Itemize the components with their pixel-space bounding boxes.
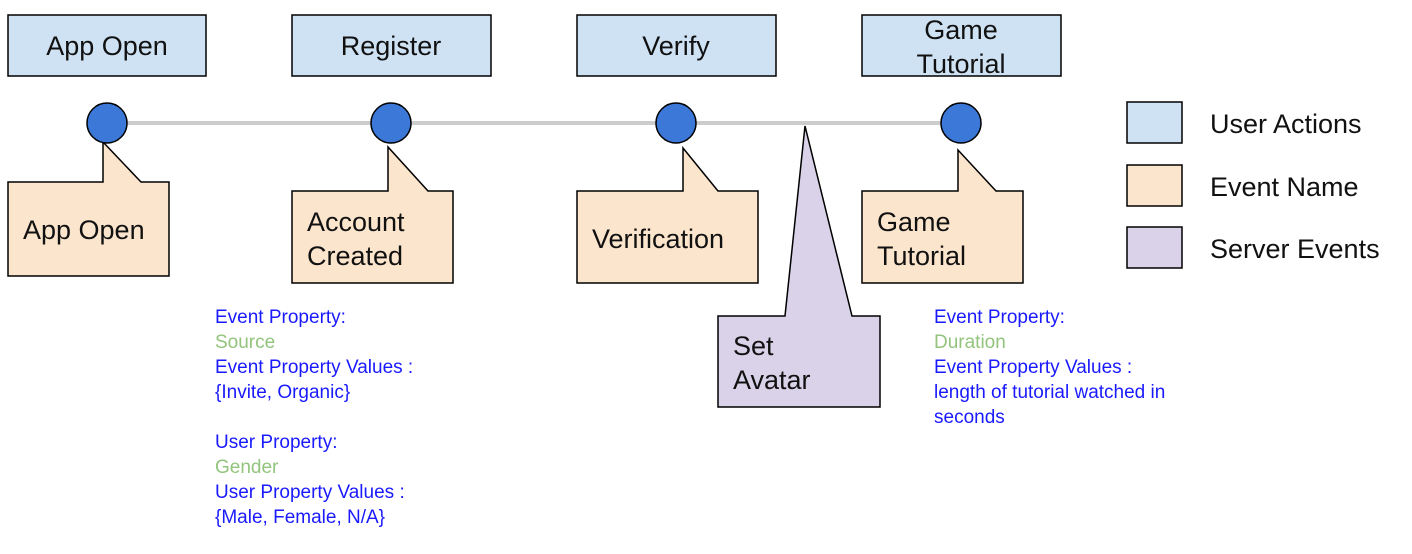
event-property-values: {Invite, Organic}	[215, 382, 351, 403]
event-name-label-line1: Game	[877, 207, 951, 237]
server-event-label-line2: Avatar	[733, 365, 811, 395]
event-callout-shape	[861, 148, 1024, 284]
event-property-value: Source	[215, 332, 276, 353]
spacer	[215, 405, 413, 430]
server-event-callout-set-avatar: Set Avatar	[717, 125, 881, 408]
event-callout-shape	[7, 140, 170, 277]
legend-label-user-actions: User Actions	[1210, 109, 1362, 139]
user-action-label: Register	[341, 31, 442, 61]
user-action-register: Register	[291, 14, 492, 77]
register-properties: Event Property: Source Event Property Va…	[215, 305, 413, 530]
event-property-values-label: Event Property Values :	[215, 357, 414, 378]
timeline-node-verify	[655, 102, 697, 144]
event-property-label: Event Property:	[215, 307, 346, 328]
event-property-values-line2: seconds	[934, 407, 1005, 428]
user-action-label: App Open	[46, 31, 168, 61]
user-action-label: Verify	[642, 31, 710, 61]
event-callout-app-open: App Open	[7, 140, 170, 277]
server-event-label-line1: Set	[733, 331, 774, 361]
user-action-box	[291, 14, 492, 77]
event-callout-shape	[576, 145, 759, 284]
event-name-label-line2: Created	[307, 241, 403, 271]
game-tutorial-properties: Event Property: Duration Event Property …	[934, 305, 1165, 430]
legend-label-server-events: Server Events	[1210, 234, 1380, 264]
legend-label-event-name: Event Name	[1210, 172, 1359, 202]
timeline-node-game-tutorial	[940, 102, 982, 144]
user-property-value: Gender	[215, 457, 279, 478]
timeline-node-app-open	[86, 102, 128, 144]
event-property-values-line1: length of tutorial watched in	[934, 382, 1166, 403]
user-action-app-open: App Open	[7, 14, 207, 77]
user-action-game-tutorial: Game Tutorial	[861, 14, 1062, 79]
event-callout-verification: Verification	[576, 145, 759, 284]
event-name-label: Verification	[592, 224, 724, 254]
event-name-label-line1: Account	[307, 207, 405, 237]
user-action-label-line2: Tutorial	[916, 49, 1005, 79]
user-action-box	[7, 14, 207, 77]
event-property-label: Event Property:	[934, 307, 1065, 328]
user-action-label-line1: Game	[924, 15, 998, 45]
event-callout-shape	[291, 145, 454, 284]
legend-swatch-server-events	[1126, 226, 1183, 269]
event-callout-game-tutorial: Game Tutorial	[861, 148, 1024, 284]
user-action-box	[576, 14, 777, 77]
user-action-box	[861, 14, 1062, 77]
legend: User Actions Event Name Server Events	[1126, 101, 1380, 269]
event-property-value: Duration	[934, 332, 1006, 353]
user-property-label: User Property:	[215, 432, 338, 453]
user-action-verify: Verify	[576, 14, 777, 77]
user-property-values: {Male, Female, N/A}	[215, 507, 386, 528]
event-property-values-label: Event Property Values :	[934, 357, 1133, 378]
event-callout-account-created: Account Created	[291, 145, 454, 284]
legend-swatch-user-actions	[1126, 101, 1183, 144]
timeline-node-register	[370, 102, 412, 144]
user-property-values-label: User Property Values :	[215, 482, 405, 503]
event-name-label-line2: Tutorial	[877, 241, 966, 271]
server-event-callout-shape	[717, 125, 881, 408]
event-name-label: App Open	[23, 215, 145, 245]
legend-swatch-event-name	[1126, 164, 1183, 207]
